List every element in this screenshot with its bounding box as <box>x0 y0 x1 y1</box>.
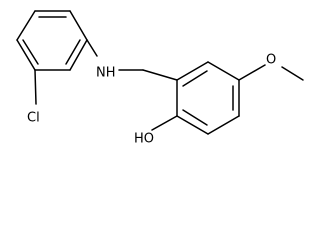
bond-ring-nh <box>86 39 98 57</box>
bond <box>207 115 240 135</box>
chlorophenyl-ring <box>16 10 88 71</box>
bond-o-ch3 <box>281 66 304 81</box>
hydroxyl-label: HO <box>134 132 154 147</box>
double-bond-inner <box>182 109 208 126</box>
bond <box>176 115 209 135</box>
bond <box>176 61 209 81</box>
double-bond-inner <box>182 70 208 87</box>
chemical-structure: NH Cl HO O <box>16 10 304 147</box>
bond-ring-cl <box>34 69 37 105</box>
bond <box>207 61 240 81</box>
methoxy-oxygen-label: O <box>266 53 276 68</box>
bond <box>69 39 88 71</box>
bond <box>69 10 88 41</box>
double-bond-inner <box>22 39 39 65</box>
double-bond-inner <box>65 39 81 65</box>
bond <box>16 39 36 71</box>
bond-ring-o <box>238 64 266 81</box>
chlorine-label: Cl <box>27 111 40 126</box>
nh-label: NH <box>96 66 116 81</box>
bond <box>16 10 36 41</box>
bond-ring-oh <box>151 115 178 131</box>
methoxyphenol-ring <box>176 61 240 135</box>
bond-ch2-ring <box>142 69 178 81</box>
